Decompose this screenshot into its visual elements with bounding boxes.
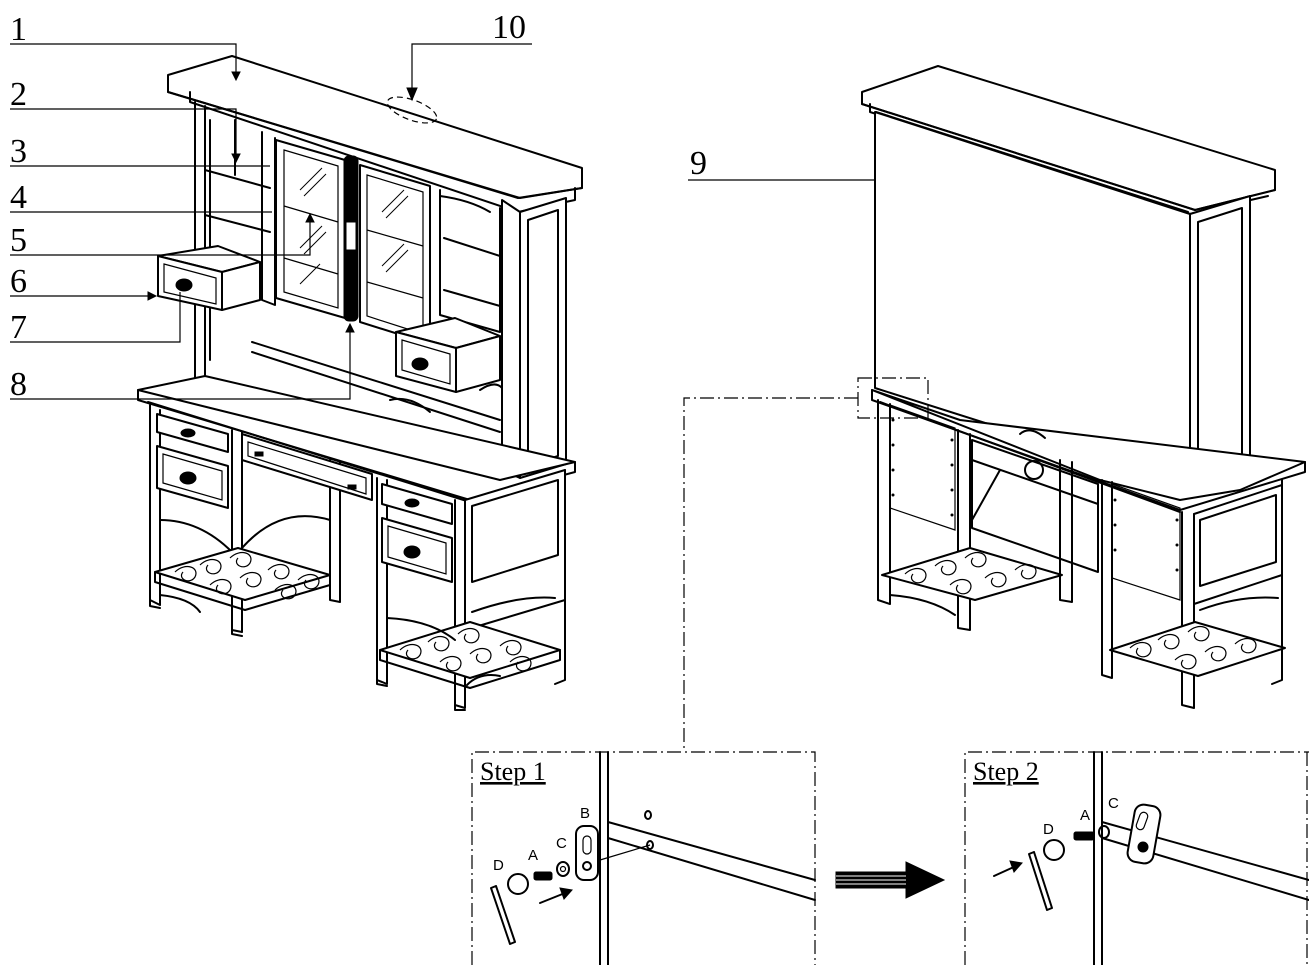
callout-3: 3: [10, 133, 27, 170]
step-1-label-c: C: [556, 835, 567, 852]
callout-10: 10: [492, 9, 526, 46]
back-view-desk: [861, 65, 1306, 709]
callout-2: 2: [10, 76, 27, 113]
step-2-title: Step 2: [973, 757, 1039, 786]
callout-9: 9: [690, 145, 707, 182]
step-1-label-b: B: [580, 805, 590, 822]
callout-10-highlight: [386, 96, 438, 124]
step-2-panel: Step 2 C A D: [964, 751, 1309, 966]
step-1-label-d: D: [493, 857, 504, 874]
step-2-label-a: A: [1080, 807, 1090, 824]
step-1-panel: Step 1 B C A D: [471, 751, 816, 966]
front-view-desk: [137, 55, 583, 711]
detail-connector: [683, 397, 858, 752]
step-1-title: Step 1: [480, 757, 546, 786]
step-2-label-d: D: [1043, 821, 1054, 838]
callout-6: 6: [10, 263, 27, 300]
right-arrow-icon: [835, 861, 946, 899]
callout-1: 1: [10, 11, 27, 48]
callout-5: 5: [10, 222, 27, 259]
step-1-label-a: A: [528, 847, 538, 864]
callout-4: 4: [10, 179, 27, 216]
step-2-label-c: C: [1108, 795, 1119, 812]
callout-8: 8: [10, 366, 27, 403]
callout-7: 7: [10, 309, 27, 346]
